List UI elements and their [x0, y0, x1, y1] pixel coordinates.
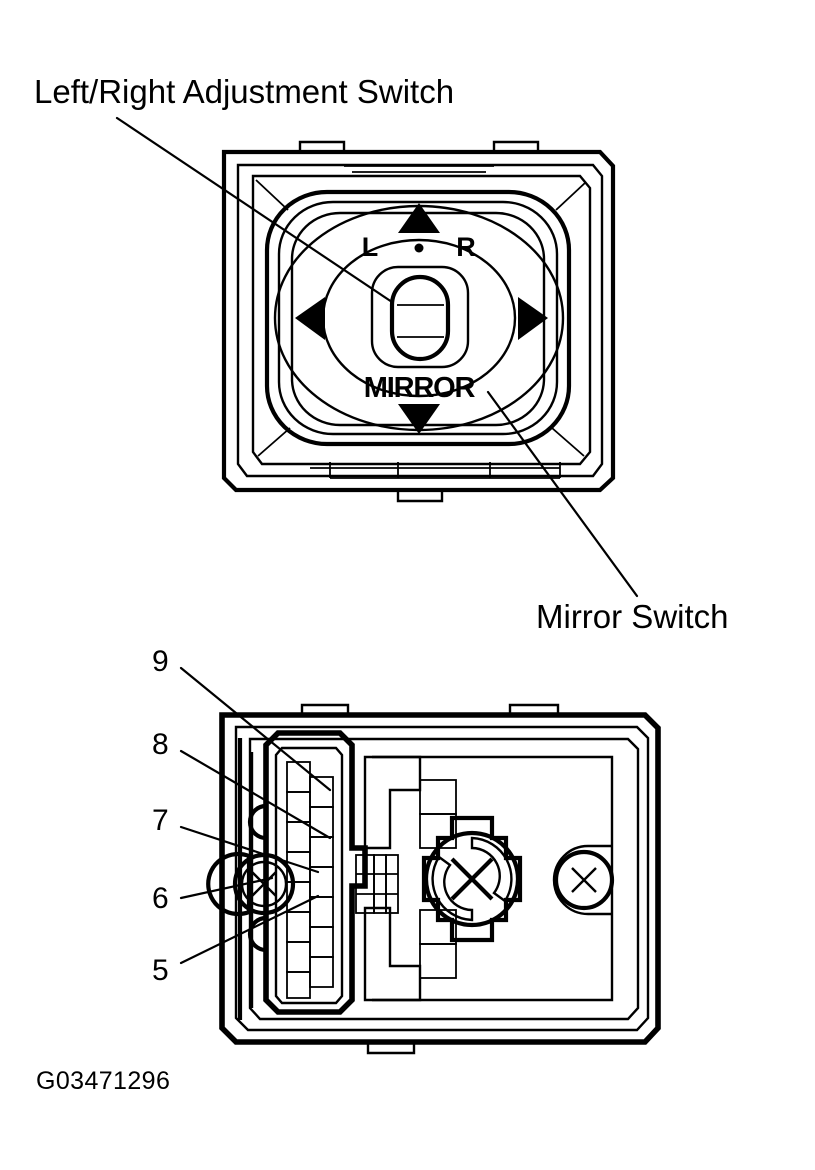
- left-right-adjustment-switch-leader: [115, 116, 394, 304]
- bezel-tab-bottom-center: [396, 490, 444, 503]
- selector-right-label: R: [456, 232, 476, 262]
- rocker-pad-outer: [264, 189, 572, 447]
- pivot-screw-slot-shadow: [470, 836, 513, 903]
- bezel-tab-top-left: [298, 140, 346, 152]
- bezel-chamfer-tl: [255, 179, 289, 211]
- bezel-chamfer-br: [551, 427, 585, 457]
- contact-rail-group: [355, 854, 399, 914]
- callout-number-9: 9: [152, 645, 169, 678]
- housing-tab-bottom-center: [366, 1042, 416, 1055]
- contact-rail: [385, 854, 399, 914]
- selector-left-label: L: [362, 232, 379, 262]
- interior-bracket-lower: [363, 906, 422, 1002]
- left-right-adjustment-switch-label: Left/Right Adjustment Switch: [34, 73, 454, 110]
- callout-leader-9: [179, 666, 332, 792]
- arrow-right-icon: [518, 297, 548, 340]
- screw-boss-left: [206, 851, 252, 917]
- bezel-outer-frame: [221, 149, 616, 493]
- mounting-screw-right: [552, 844, 615, 916]
- interior-bracket-upper: [363, 755, 422, 850]
- screw-head-right-outer: [553, 849, 615, 911]
- terminal-cavity-column-b: [309, 776, 334, 988]
- phillips-cross-right-icon: [571, 867, 597, 893]
- mirror-switch-leader: [486, 390, 639, 598]
- callout-leader-8: [179, 749, 332, 840]
- pivot-screw-head-outer: [423, 830, 521, 928]
- figure-id-label: G03471296: [36, 1067, 170, 1095]
- callout-number-6: 6: [152, 882, 169, 915]
- bezel-second-frame: [236, 163, 604, 478]
- retention-bump-upper: [247, 803, 267, 841]
- rear-housing-assembly: [206, 703, 661, 1055]
- contact-rail-divider: [356, 873, 398, 895]
- housing-tab-top-right: [508, 703, 560, 715]
- phillips-cross-center-icon: [450, 857, 494, 901]
- connector-shroud-inner: [274, 746, 344, 1005]
- selector-separator-dot: [414, 243, 424, 253]
- rocker-pad-mid: [277, 200, 559, 436]
- arrow-up-icon: [398, 203, 440, 233]
- terminal-cavity: [309, 956, 334, 988]
- switch-face-assembly: L R MIRROR: [221, 140, 616, 503]
- housing-tab-top-left: [300, 703, 350, 715]
- mirror-switch-label: Mirror Switch: [536, 598, 729, 635]
- callout-leader-6: [179, 876, 274, 900]
- pivot-screw-assembly: [421, 815, 523, 943]
- housing-inner-shell: [248, 737, 640, 1021]
- joystick-bezel: [370, 265, 470, 369]
- callout-number-8: 8: [152, 728, 169, 761]
- arrow-left-icon: [295, 297, 325, 340]
- joystick-knob: [389, 274, 451, 362]
- mirror-function-label: MIRROR: [364, 372, 476, 404]
- bezel-tab-top-right: [492, 140, 540, 152]
- bezel-chamfer-tr: [555, 181, 587, 211]
- callout-number-7: 7: [152, 804, 169, 837]
- callout-number-5: 5: [152, 954, 169, 987]
- bezel-rail-ticks: [329, 462, 561, 478]
- connector-shroud: [263, 730, 368, 1015]
- bezel-inner-frame: [251, 174, 592, 466]
- keying-rib-lower-2: [419, 943, 457, 979]
- phillips-cross-left-icon: [251, 871, 277, 897]
- callout-leader-7: [179, 825, 320, 874]
- callout-leader-5: [179, 894, 320, 965]
- housing-outer-shell: [219, 712, 661, 1045]
- keying-rib-upper-2: [419, 813, 457, 849]
- retention-bump-lower: [247, 915, 267, 953]
- bezel-chamfer-bl: [257, 427, 291, 457]
- arrow-down-icon: [398, 404, 440, 434]
- callout-group: 9 8 7 6 5: [152, 645, 332, 987]
